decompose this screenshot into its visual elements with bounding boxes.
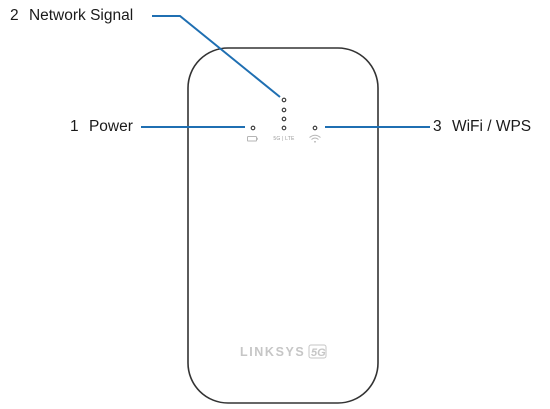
callout-network-signal: 2 Network Signal [10, 7, 133, 24]
leader-line-network-signal [152, 15, 281, 98]
signal-led [281, 125, 287, 131]
brand-5g-text: 5G [311, 347, 326, 359]
network-signal-leds [281, 97, 287, 131]
wifi-icon [309, 134, 321, 143]
signal-led [281, 107, 287, 113]
signal-led [281, 116, 287, 122]
brand-logo-text: LINKSYS [240, 345, 305, 359]
callout-power: 1 Power [70, 118, 133, 135]
brand-5g-mark: 5G [308, 344, 327, 359]
callout-power-number: 1 [70, 118, 79, 135]
device-body [187, 47, 379, 404]
callout-network-signal-number: 2 [10, 7, 19, 24]
callout-power-text: Power [89, 118, 133, 135]
callout-network-signal-text: Network Signal [29, 7, 133, 24]
signal-led [281, 97, 287, 103]
callout-wifi-wps: 3 WiFi / WPS [433, 118, 531, 135]
callout-wifi-wps-text: WiFi / WPS [452, 118, 531, 135]
callout-wifi-wps-number: 3 [433, 118, 442, 135]
wifi-led [312, 125, 318, 131]
battery-icon [247, 136, 258, 142]
power-led [250, 125, 256, 131]
network-signal-label: 5G | LTE [273, 136, 295, 142]
